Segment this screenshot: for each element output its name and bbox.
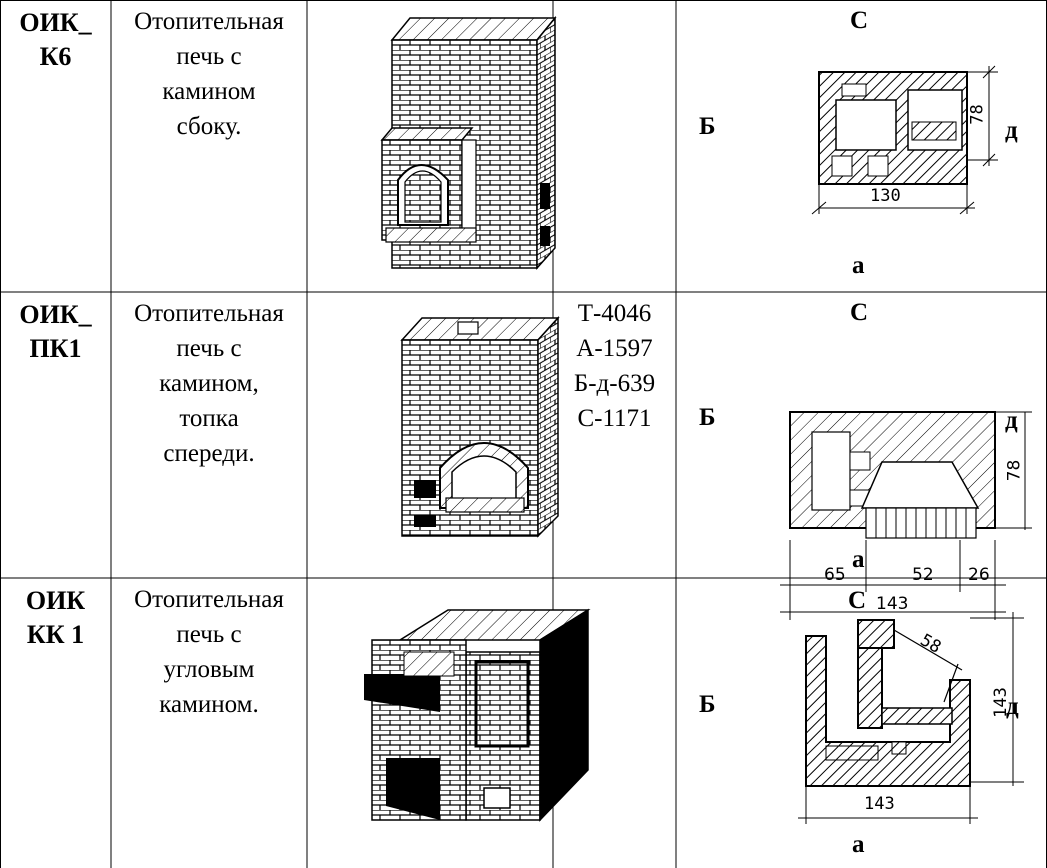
row-3-label-bottom: а (852, 831, 865, 858)
row-3-code: ОИК КК 1 (0, 584, 111, 652)
row-2-dim-seg-3: 26 (968, 565, 990, 585)
row-2-code-line-2: ПК1 (29, 334, 82, 363)
row-2-desc-line-2: печь с (176, 335, 242, 362)
row-1-desc-line-2: печь с (176, 43, 242, 70)
row-3-desc-line-3: угловым (163, 656, 255, 683)
row-2-desc-line-5: спереди. (163, 440, 255, 467)
row-3-dim-width: 143 (864, 794, 895, 814)
row-2-materials: Т-4046 А-1597 Б-д-639 С-1171 (553, 296, 676, 436)
plan-kk1 (780, 611, 1024, 824)
stove-drawing-kk1 (364, 608, 591, 822)
row-1-label-right: д (1005, 117, 1018, 144)
row-1-code-line-1: ОИК_ (19, 8, 92, 37)
row-2-code-line-1: ОИК_ (19, 300, 92, 329)
row-3-label-top: С (848, 587, 867, 614)
row-3-label-left: Б (699, 691, 716, 718)
row-1-description: Отопительная печь с камином сбоку. (111, 4, 307, 144)
row-2-label-left: Б (699, 404, 716, 431)
plan-pk1 (780, 411, 1032, 620)
row-1-code-line-2: К6 (39, 42, 72, 71)
row-2-material-a: А-1597 (576, 335, 653, 362)
row-1-code: ОИК_ К6 (0, 6, 111, 74)
row-2-desc-line-3: камином, (159, 370, 259, 397)
row-3-code-line-1: ОИК (25, 586, 86, 615)
row-2-dim-seg-2: 52 (912, 565, 934, 585)
row-3-desc-line-1: Отопительная (134, 586, 284, 613)
row-2-label-right: д (1005, 407, 1018, 434)
row-3-desc-line-2: печь с (176, 621, 242, 648)
row-1-label-top: С (850, 7, 869, 34)
row-3-desc-line-4: камином. (159, 691, 259, 718)
row-2-label-top: С (850, 299, 869, 326)
row-1-label-left: Б (699, 113, 716, 140)
row-2-material-t: Т-4046 (577, 300, 652, 327)
stove-drawing-pk1 (400, 316, 560, 538)
row-3-code-line-2: КК 1 (26, 620, 85, 649)
row-1-desc-line-3: камином (162, 78, 256, 105)
row-1-label-bottom: а (852, 252, 865, 279)
row-2-label-bottom: а (852, 546, 865, 573)
row-1-dim-width: 130 (870, 186, 901, 206)
row-1-dim-depth: 78 (967, 104, 988, 125)
row-2-dim-width: 143 (876, 594, 909, 614)
row-2-dim-seg-1: 65 (824, 565, 846, 585)
row-2-material-bd: Б-д-639 (573, 370, 656, 397)
row-3-description: Отопительная печь с угловым камином. (111, 582, 307, 722)
row-2-desc-line-4: топка (179, 405, 239, 432)
row-3-label-right: д (1006, 693, 1019, 720)
row-2-description: Отопительная печь с камином, топка спере… (111, 296, 307, 471)
stove-drawing-k6 (380, 15, 557, 270)
plan-k6 (811, 65, 998, 215)
row-1-desc-line-4: сбоку. (176, 113, 242, 140)
row-2-code: ОИК_ ПК1 (0, 298, 111, 366)
row-1-desc-line-1: Отопительная (134, 8, 284, 35)
row-3-dim-depth: 143 (990, 687, 1011, 718)
row-2-dim-depth: 78 (1004, 459, 1025, 482)
row-2-desc-line-1: Отопительная (134, 300, 284, 327)
row-2-material-c: С-1171 (577, 405, 652, 432)
